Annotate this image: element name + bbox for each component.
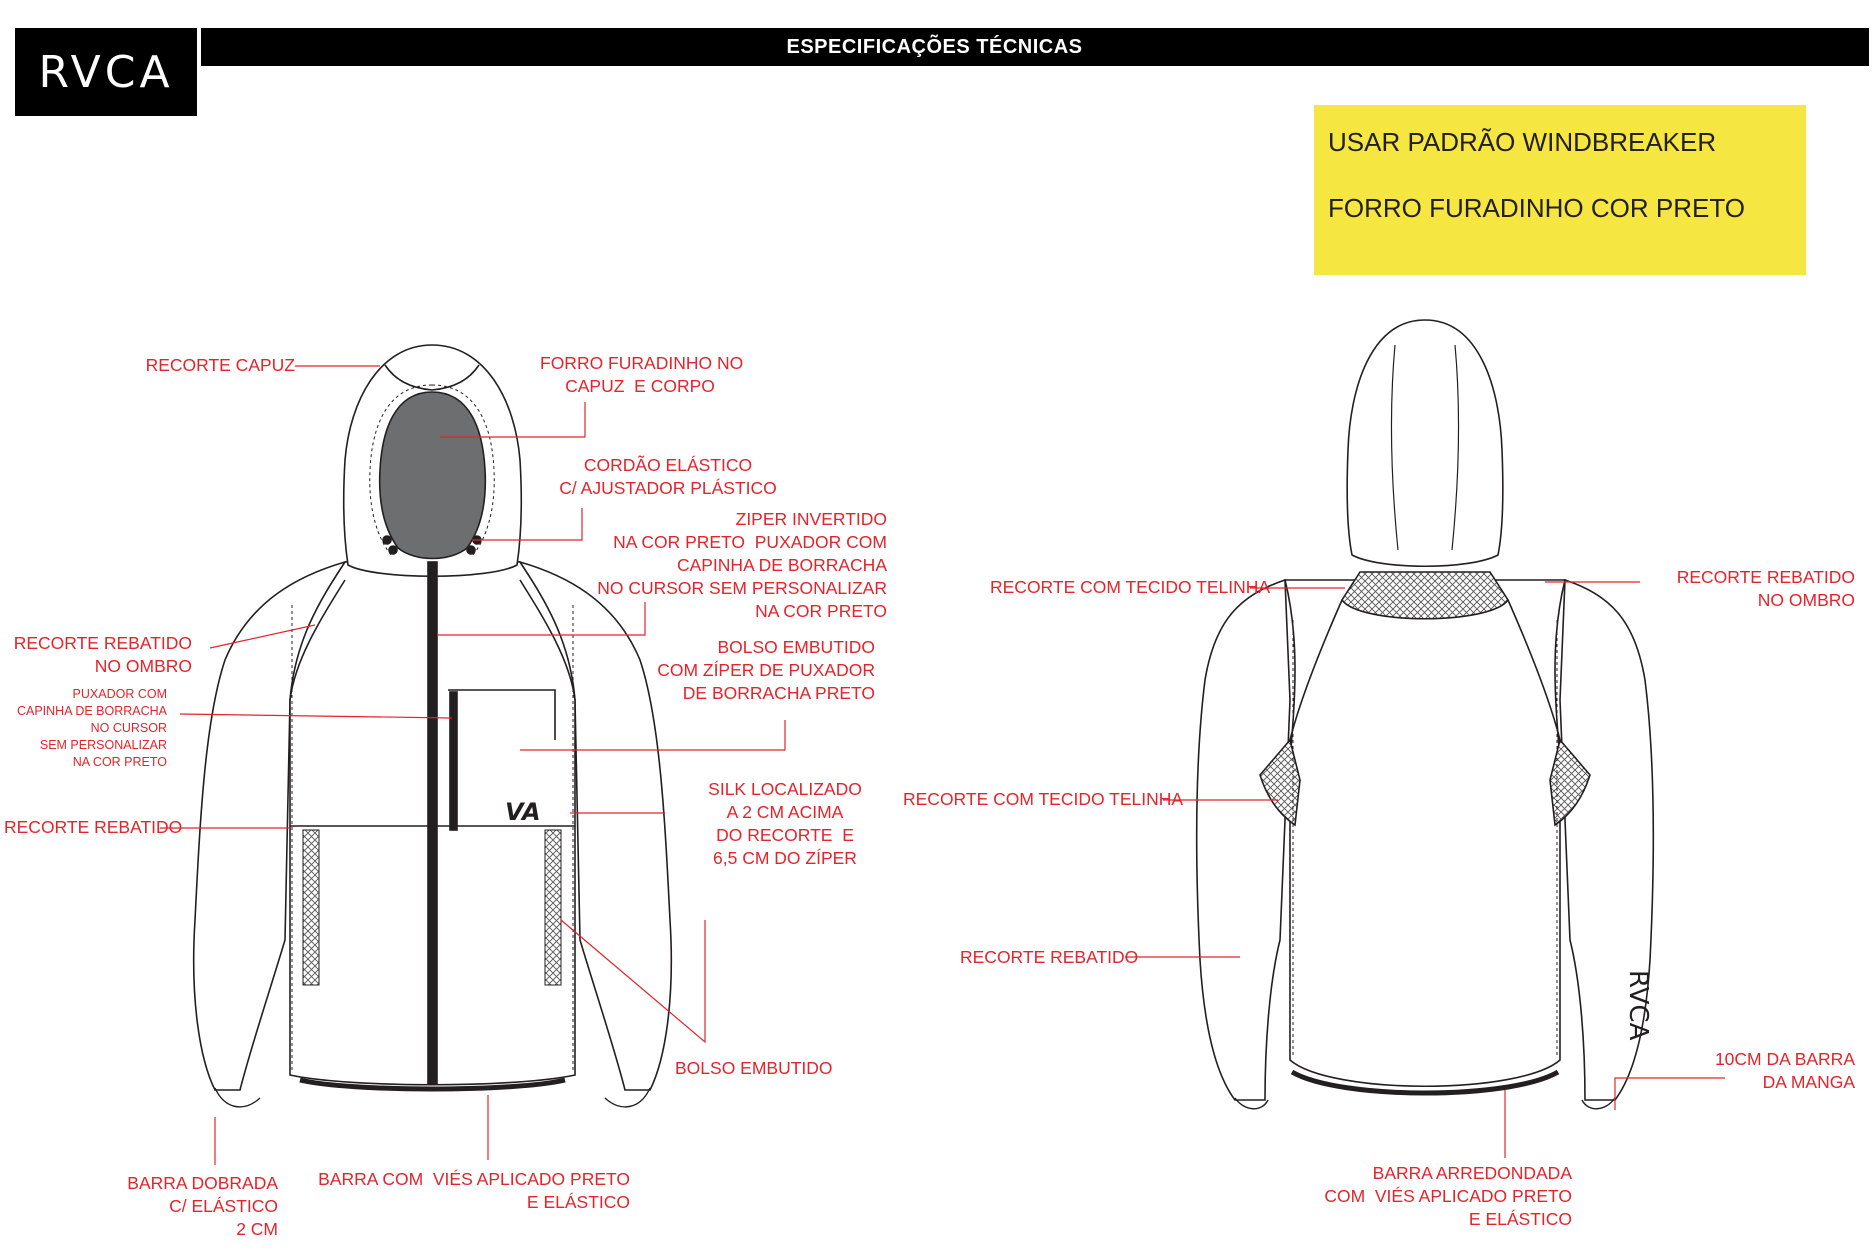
label-chest-pocket: BOLSO EMBUTIDO COM ZÍPER DE PUXADOR DE B… — [657, 637, 875, 703]
label-back-seam: RECORTE REBATIDO — [960, 947, 1139, 967]
label-cuff: BARRA DOBRADA C/ ELÁSTICO 2 CM — [127, 1173, 278, 1239]
label-side-pocket: BOLSO EMBUTIDO — [675, 1058, 833, 1078]
chest-logo: VA — [505, 798, 541, 826]
front-hood-lining — [378, 391, 487, 560]
page-title: ESPECIFICAÇÕES TÉCNICAS — [786, 36, 1083, 58]
label-yoke-mesh: RECORTE COM TECIDO TELINHA — [990, 577, 1271, 597]
back-yoke-mesh — [1341, 571, 1509, 620]
note-line-2: FORRO FURADINHO COR PRETO — [1328, 193, 1745, 223]
label-sleeve-logo: 10CM DA BARRA DA MANGA — [1714, 1049, 1855, 1092]
label-front-hem: BARRA COM VIÉS APLICADO PRETO E ELÁSTICO — [318, 1169, 630, 1212]
label-hood-seam: RECORTE CAPUZ — [145, 355, 295, 375]
front-right-sleeve — [518, 560, 673, 1091]
label-silk: SILK LOCALIZADO A 2 CM ACIMA DO RECORTE … — [708, 779, 862, 868]
back-jacket-drawing — [1195, 319, 1655, 1110]
label-back-hem: BARRA ARREDONDADA COM VIÉS APLICADO PRET… — [1324, 1163, 1572, 1229]
title-bar: ESPECIFICAÇÕES TÉCNICAS — [201, 28, 1869, 66]
note-line-1: USAR PADRÃO WINDBREAKER — [1328, 127, 1717, 157]
back-right-sleeve — [1559, 578, 1655, 1101]
label-zipper: ZIPER INVERTIDO NA COR PRETO PUXADOR COM… — [597, 509, 887, 621]
front-left-sleeve — [192, 560, 347, 1091]
right-pocket-mesh — [544, 829, 562, 986]
back-left-mesh — [1259, 738, 1301, 827]
label-lining: FORRO FURADINHO NO CAPUZ E CORPO — [540, 353, 744, 396]
label-front-seam: RECORTE REBATIDO — [4, 817, 183, 837]
brand-logo-text: RVCA — [38, 46, 174, 98]
left-pocket-mesh — [302, 829, 320, 986]
chest-pocket-zipper — [449, 691, 458, 831]
label-puller: PUXADOR COM CAPINHA DE BORRACHA NO CURSO… — [16, 687, 167, 769]
back-body — [1283, 579, 1567, 1088]
label-back-shoulder: RECORTE REBATIDO NO OMBRO — [1676, 567, 1855, 610]
back-right-mesh — [1549, 738, 1591, 827]
back-left-sleeve — [1195, 578, 1291, 1101]
front-zipper — [427, 561, 438, 1085]
back-hood — [1346, 319, 1504, 567]
leader-lines — [160, 365, 1725, 1165]
label-drawcord: CORDÃO ELÁSTICO C/ AJUSTADOR PLÁSTICO — [559, 455, 777, 498]
front-jacket-drawing — [192, 344, 673, 1108]
label-front-shoulder: RECORTE REBATIDO NO OMBRO — [13, 633, 192, 676]
brand-logo: RVCA — [15, 28, 197, 116]
note-box: USAR PADRÃO WINDBREAKER FORRO FURADINHO … — [1314, 105, 1806, 275]
sleeve-logo: RVCA — [1623, 970, 1653, 1041]
label-side-mesh: RECORTE COM TECIDO TELINHA — [903, 789, 1184, 809]
